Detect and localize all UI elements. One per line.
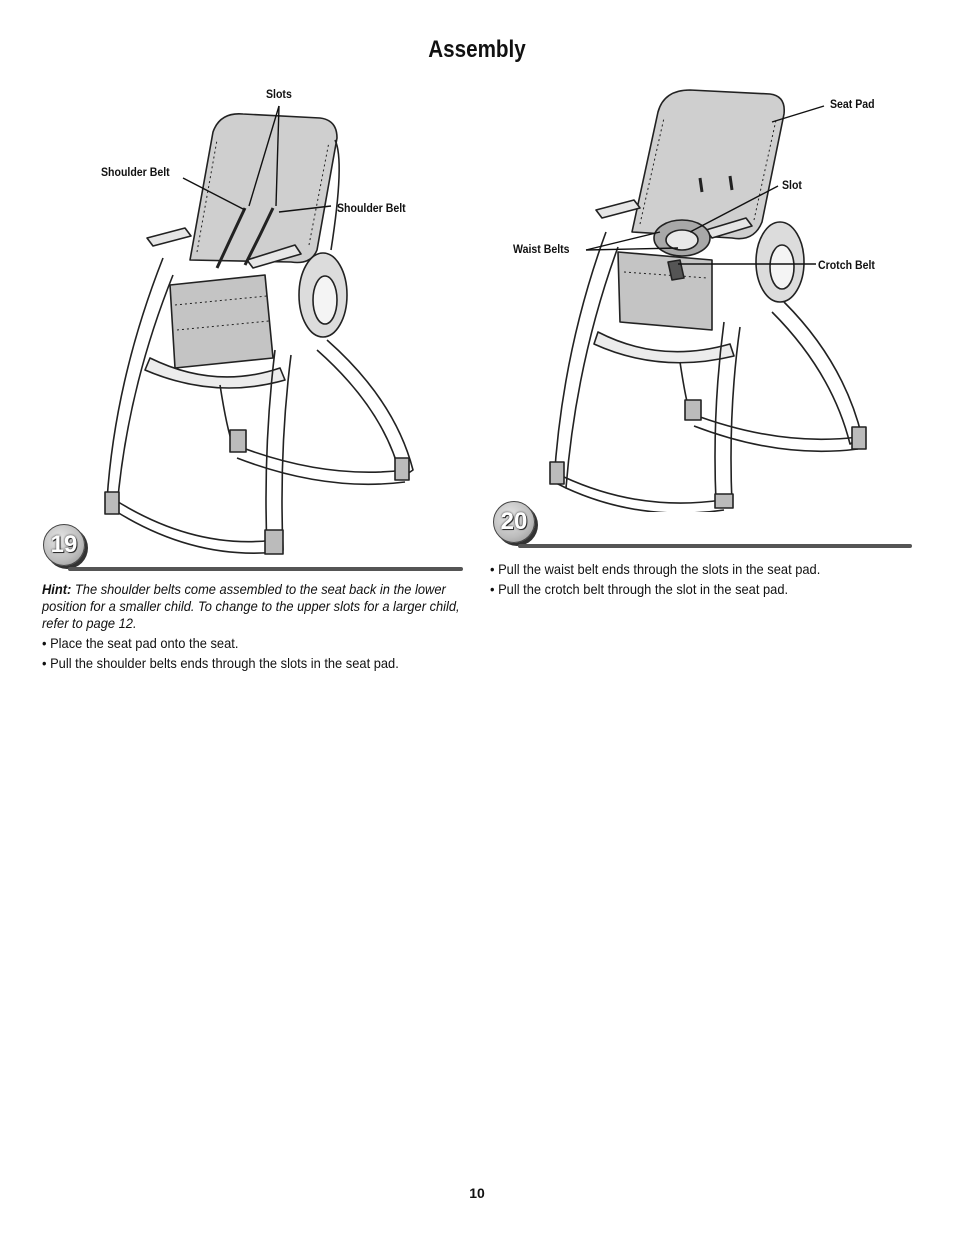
step-19-badge: 19 <box>43 524 85 566</box>
waist-belts-callout: Waist Belts <box>513 242 570 256</box>
step-20-bullet-1: • Pull the waist belt ends through the s… <box>490 561 821 577</box>
crotch-belt-callout: Crotch Belt <box>818 258 875 272</box>
high-chair-illustration-step-19 <box>104 105 414 555</box>
shoulder-belt-left-callout: Shoulder Belt <box>101 165 170 179</box>
step-19-bullet-2: • Pull the shoulder belts ends through t… <box>42 655 399 671</box>
step-20-bullet-2: • Pull the crotch belt through the slot … <box>490 581 789 597</box>
hint-label: Hint: <box>42 581 72 597</box>
step-19-bullet-1: • Place the seat pad onto the seat. <box>42 635 239 651</box>
step-19-number: 19 <box>50 531 78 558</box>
seat-pad-callout: Seat Pad <box>830 97 875 111</box>
hint-paragraph: Hint: The shoulder belts come assembled … <box>42 581 461 632</box>
step-19-text: Hint: The shoulder belts come assembled … <box>42 581 461 672</box>
page-title: Assembly <box>428 36 526 63</box>
step-20-badge: 20 <box>493 501 535 543</box>
slot-callout: Slot <box>782 178 802 192</box>
step-19-rule <box>68 567 463 571</box>
page-number: 10 <box>469 1185 485 1201</box>
shoulder-belt-right-callout: Shoulder Belt <box>337 201 406 215</box>
high-chair-illustration-step-20 <box>549 89 867 512</box>
step-20-text: • Pull the waist belt ends through the s… <box>490 558 895 598</box>
hint-text: The shoulder belts come assembled to the… <box>42 581 460 631</box>
slots-callout: Slots <box>266 87 292 101</box>
step-20-rule <box>518 544 912 548</box>
step-20-number: 20 <box>500 508 528 535</box>
